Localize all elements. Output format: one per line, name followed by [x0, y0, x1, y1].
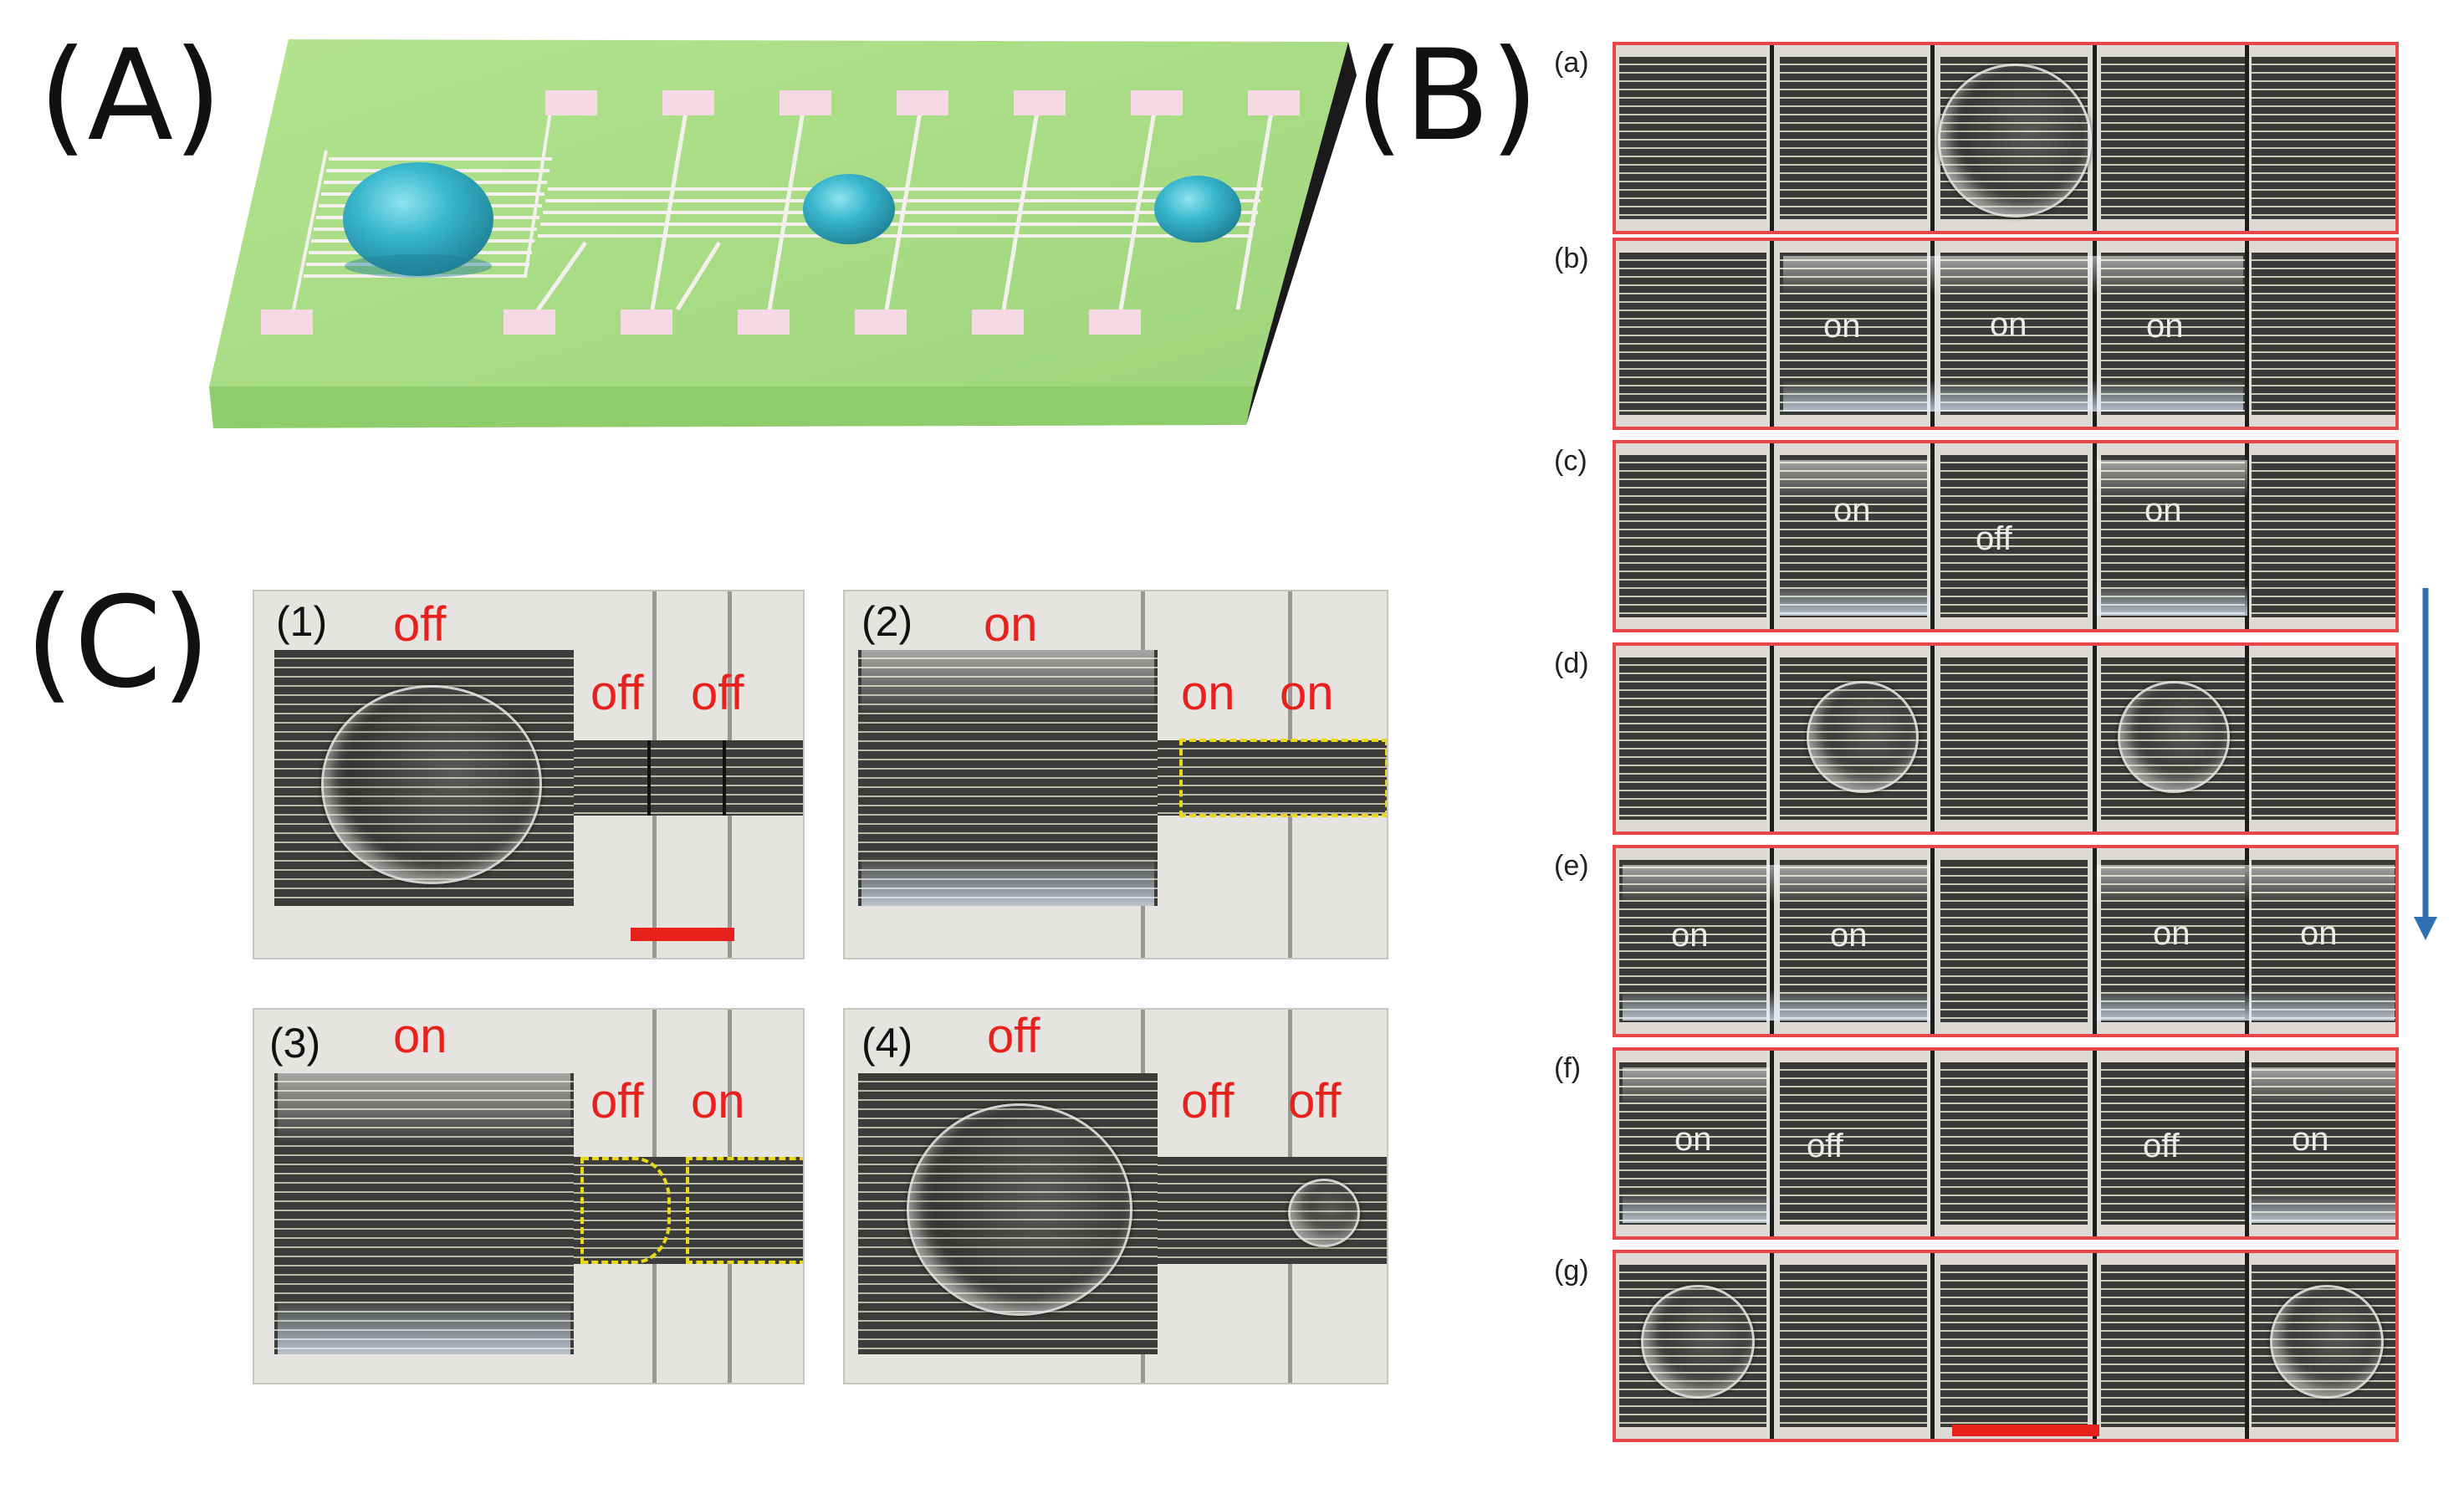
panel-b-label: (B): [1355, 23, 1539, 169]
droplet: [907, 1103, 1132, 1316]
liquid-slab: [861, 650, 1154, 906]
cell-label: on: [1674, 1121, 1712, 1158]
liquid-slab: [1623, 865, 1930, 1021]
channel-state-2: on: [1280, 666, 1334, 720]
main-state: off: [393, 597, 447, 652]
panel-c-label: (C): [25, 570, 211, 716]
frame-number: (1): [276, 598, 328, 645]
frame-b: on on on: [1613, 238, 2399, 430]
frame-number: (2): [861, 598, 913, 645]
subpanel-b-letter: (b): [1554, 243, 1589, 274]
chip-illustration: [209, 39, 1357, 428]
frame-3: [253, 1008, 805, 1384]
subpanel-e-letter: (e): [1554, 850, 1589, 882]
cell-label: on: [2153, 915, 2191, 952]
channel-state-2: on: [691, 1074, 745, 1128]
liquid-slab: [1780, 460, 1930, 616]
cell-label: on: [2292, 1121, 2329, 1158]
frame-number: (4): [861, 1020, 913, 1067]
frame-c: on off on: [1613, 440, 2399, 632]
liquid-slab: [1783, 256, 2243, 412]
board-front-edge: [209, 386, 1255, 428]
frame-number: (3): [269, 1020, 321, 1067]
frame-e: on on on on: [1613, 845, 2399, 1037]
droplet: [1288, 1179, 1360, 1247]
channel-state-1: on: [1181, 666, 1235, 720]
channel-state-2: off: [1288, 1074, 1342, 1128]
droplets: [343, 162, 1241, 278]
channel-state-2: off: [691, 666, 744, 720]
liquid-slab: [2097, 865, 2395, 1021]
cell-label: on: [2146, 308, 2184, 345]
frame-a: [1613, 42, 2399, 234]
cell-label: on: [1833, 492, 1871, 529]
droplet: [2118, 681, 2230, 793]
channel-state-1: off: [590, 1074, 644, 1128]
channel-state-1: off: [590, 666, 644, 720]
droplet: [2270, 1285, 2384, 1399]
scale-bar: [1952, 1425, 2099, 1436]
main-state: on: [393, 1009, 447, 1063]
cell-label: on: [2144, 492, 2182, 529]
subpanel-a-letter: (a): [1554, 47, 1589, 79]
droplet-small: [1154, 176, 1241, 243]
cell-label: on: [1830, 917, 1868, 954]
subpanel-f-letter: (f): [1554, 1052, 1582, 1084]
frame-1: [253, 590, 805, 959]
frame-d: [1613, 642, 2399, 835]
frame-g: [1613, 1250, 2399, 1442]
panel-a-label: (A): [38, 23, 222, 169]
contact-pads: [261, 90, 1300, 335]
cell-label: on: [1990, 306, 2027, 343]
cell-label: off: [1976, 520, 2012, 557]
liquid-slab: [278, 1073, 570, 1354]
liquid-slab: [2097, 460, 2247, 616]
subpanel-g-letter: (g): [1554, 1255, 1589, 1287]
droplet: [321, 685, 542, 884]
droplet-large: [343, 162, 493, 276]
droplet: [1938, 64, 2092, 217]
main-state: on: [984, 597, 1038, 652]
subpanel-c-letter: (c): [1554, 445, 1587, 477]
cell-label: off: [2143, 1128, 2180, 1164]
main-state: off: [987, 1009, 1040, 1063]
cell-label: on: [2300, 915, 2338, 952]
frame-f: on off off on: [1613, 1047, 2399, 1240]
liquid-outline: [580, 1157, 671, 1264]
cell-label: on: [1823, 308, 1861, 345]
board-right-edge: [1246, 42, 1357, 425]
frame-4: [843, 1008, 1388, 1384]
cell-label: on: [1671, 917, 1709, 954]
droplet: [1807, 681, 1919, 793]
cell-label: off: [1807, 1128, 1843, 1164]
liquid-outline: [1179, 739, 1387, 817]
droplet-medium: [803, 174, 895, 244]
subpanel-d-letter: (d): [1554, 647, 1589, 679]
liquid-slab: [2249, 1067, 2395, 1223]
scale-bar: [631, 928, 734, 941]
channel-state-1: off: [1181, 1074, 1235, 1128]
droplet: [1641, 1285, 1755, 1399]
frame-2: [843, 590, 1388, 959]
liquid-slab: [1623, 1067, 1770, 1223]
electrode-connectors: [533, 101, 1275, 315]
liquid-outline: [686, 1157, 803, 1264]
